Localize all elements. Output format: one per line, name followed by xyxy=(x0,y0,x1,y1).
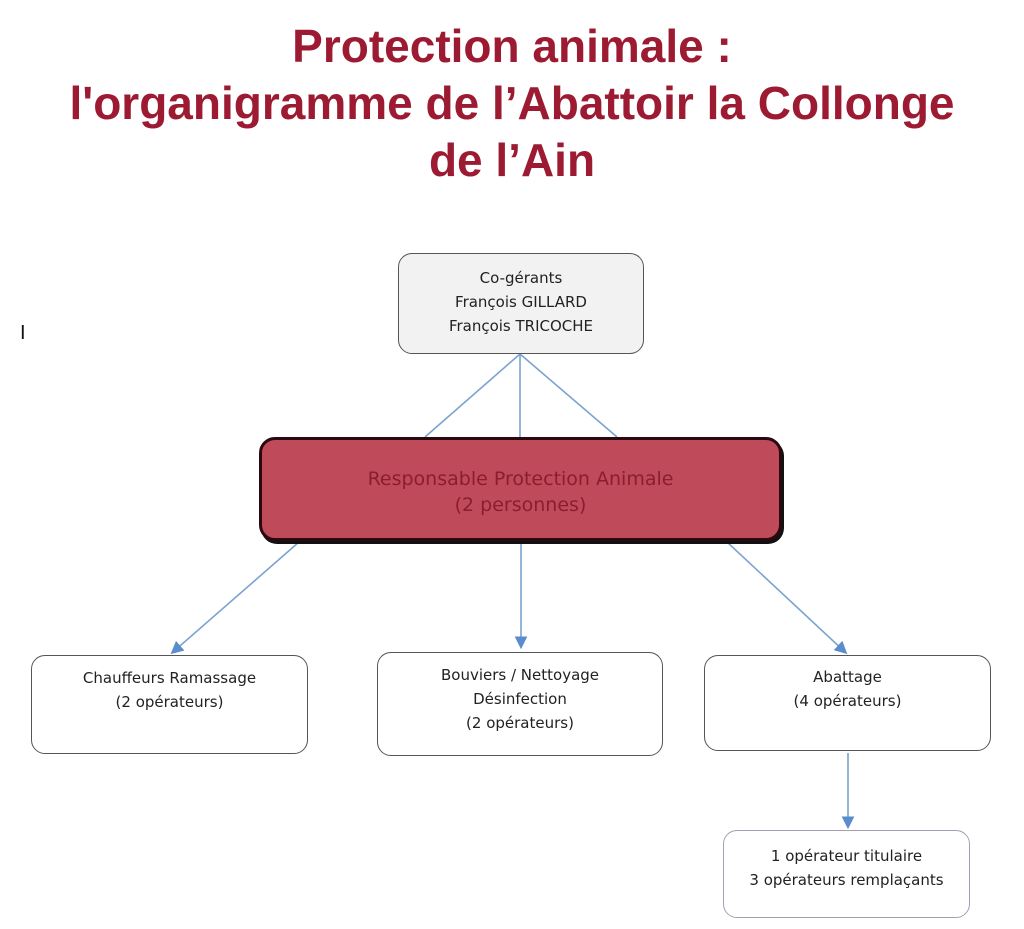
connector-line xyxy=(424,353,521,438)
title-line: de l’Ain xyxy=(428,134,596,186)
title-line: Protection animale : xyxy=(292,20,732,72)
node-responsable: Responsable Protection Animale (2 person… xyxy=(259,437,782,541)
node-operateurs: 1 opérateur titulaire 3 opérateurs rempl… xyxy=(723,830,970,918)
node-text: François TRICOCHE xyxy=(448,317,594,335)
arrow-connector xyxy=(170,541,300,655)
node-text: François GILLARD xyxy=(455,293,587,311)
connector-line xyxy=(519,353,618,438)
node-text: (4 opérateurs) xyxy=(793,692,902,710)
node-abattage: Abattage (4 opérateurs) xyxy=(704,655,991,751)
node-text: 3 opérateurs remplaçants xyxy=(749,871,944,889)
stray-mark: I xyxy=(20,322,26,344)
node-text: Abattage xyxy=(813,668,882,686)
node-text: Désinfection xyxy=(473,690,567,708)
node-text: 1 opérateur titulaire xyxy=(770,847,923,865)
node-cogerants: Co-gérants François GILLARD François TRI… xyxy=(398,253,644,354)
node-text: Chauffeurs Ramassage xyxy=(82,669,257,687)
node-bouviers: Bouviers / Nettoyage Désinfection (2 opé… xyxy=(377,652,663,756)
node-text: Responsable Protection Animale xyxy=(367,468,674,490)
node-text: Bouviers / Nettoyage xyxy=(440,666,600,684)
title-line: l'organigramme de l’Abattoir la Collonge xyxy=(69,77,955,129)
node-chauffeurs: Chauffeurs Ramassage (2 opérateurs) xyxy=(31,655,308,754)
node-text: Co-gérants xyxy=(479,269,563,287)
node-text: (2 personnes) xyxy=(454,494,587,516)
arrow-connector xyxy=(726,541,848,655)
node-text: (2 opérateurs) xyxy=(115,693,224,711)
node-text: (2 opérateurs) xyxy=(466,714,574,732)
page-title: Protection animale : l'organigramme de l… xyxy=(0,18,1024,189)
